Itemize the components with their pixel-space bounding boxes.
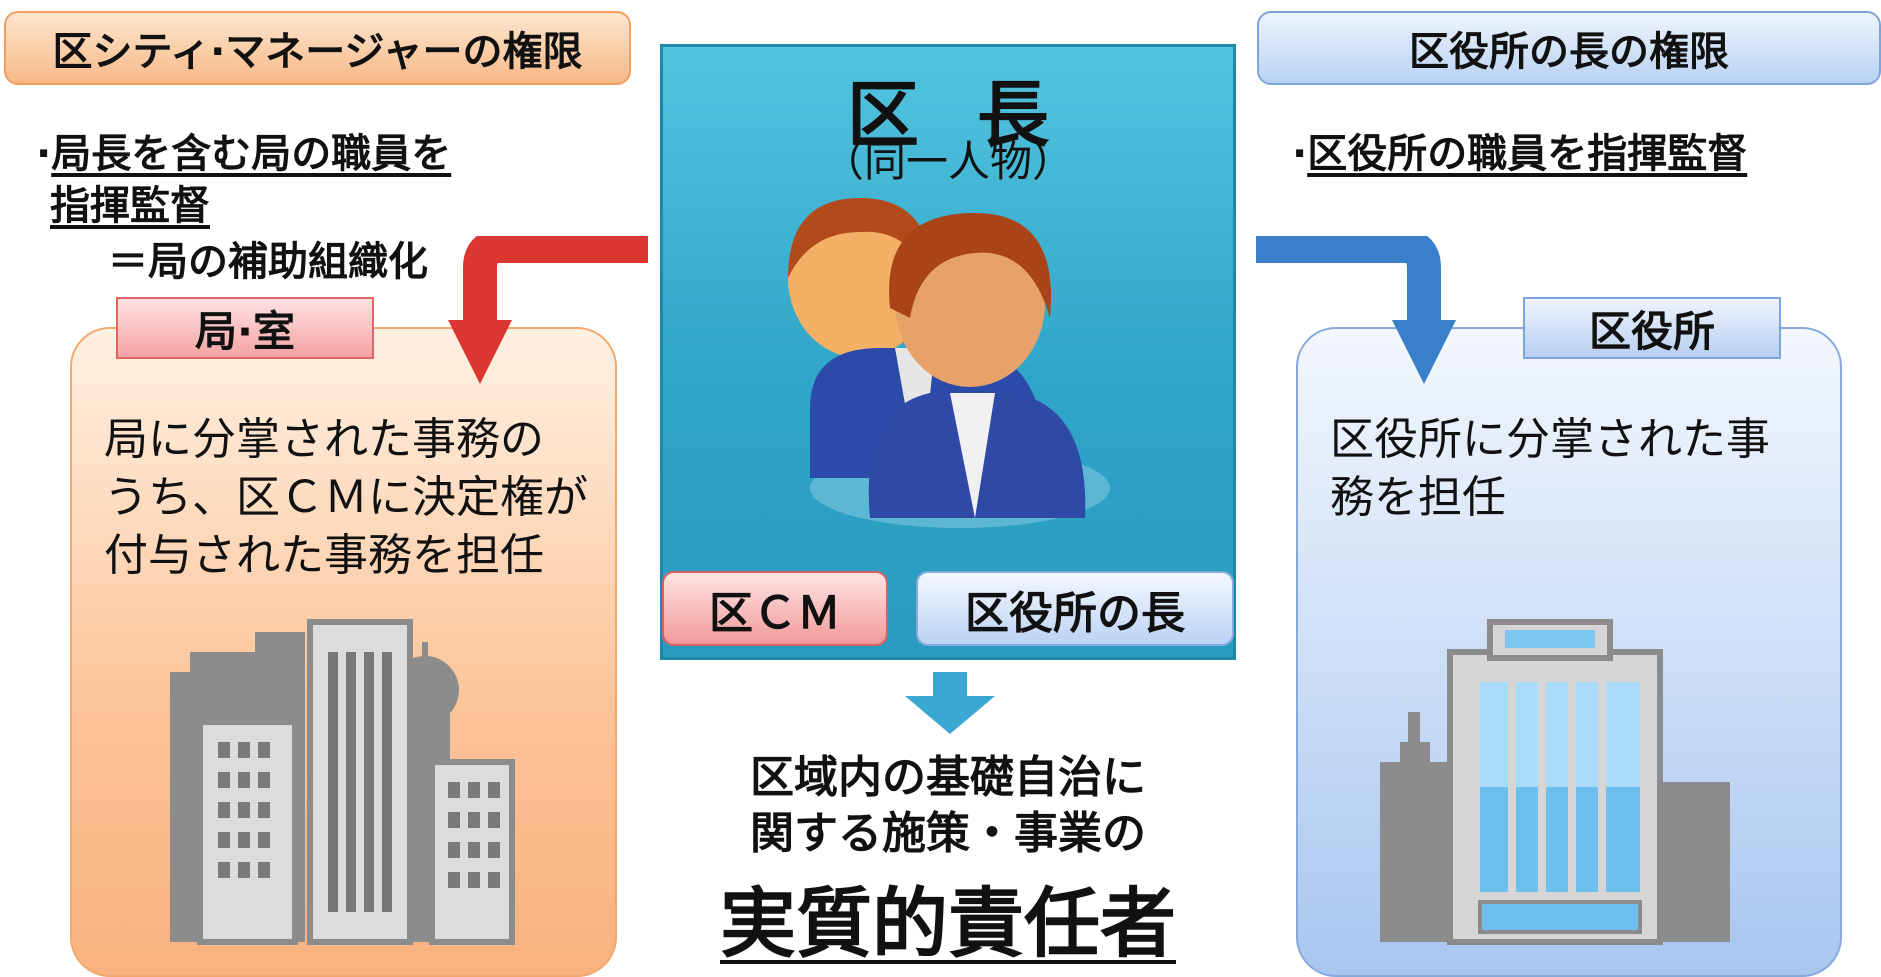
ward-mayor-title: 区長 (846, 73, 1107, 157)
two-people-icon (788, 198, 1110, 528)
substantive-responsible-person: 実質的責任者 (720, 879, 1176, 968)
bureau-desc-line1: 局に分掌された事務の (104, 414, 544, 465)
responsibility-statement: 区域内の基礎自治に 関する施策・事業の (660, 750, 1236, 862)
right-authority-header: 区役所の長の権限 (1257, 11, 1881, 85)
blue-arrow-icon (1256, 236, 1456, 384)
ward-cm-role-badge: 区ＣＭ (662, 571, 888, 646)
red-arrow-icon (448, 236, 648, 384)
down-arrow-icon (905, 672, 995, 734)
city-buildings-icon (170, 619, 515, 945)
ward-office-head-role-badge: 区役所の長 (916, 571, 1234, 646)
left-bullet-note: ＝局の補助組織化 (108, 239, 428, 285)
bureau-tag: 局·室 (116, 297, 374, 359)
responsibility-line2: 関する施策・事業の (750, 808, 1146, 859)
left-bullet-line2: 指揮監督 (50, 183, 210, 229)
bureau-desc-line2: うち、区ＣＭに決定権が (104, 472, 588, 523)
right-bullet-line: 区役所の職員を指揮監督 (1307, 131, 1748, 177)
ward-office-description: 区役所に分掌された事 務を担任 (1330, 411, 1770, 527)
responsibility-line1: 区域内の基礎自治に (750, 752, 1146, 803)
bureau-desc-line3: 付与された事務を担任 (104, 530, 544, 581)
ward-office-tag: 区役所 (1523, 297, 1781, 359)
ward-desc-line1: 区役所に分掌された事 (1330, 414, 1770, 465)
ward-desc-line2: 務を担任 (1330, 472, 1506, 523)
left-bullet-line1: 局長を含む局の職員を (51, 131, 452, 177)
left-bullet: ·局長を含む局の職員を 指揮監督 (36, 131, 452, 229)
left-authority-header: 区シティ·マネージャーの権限 (4, 11, 631, 85)
bureau-description: 局に分掌された事務の うち、区ＣＭに決定権が 付与された事務を担任 (104, 411, 588, 585)
right-bullet: ·区役所の職員を指揮監督 (1292, 131, 1748, 177)
ward-mayor-subtitle: （同一人物） (821, 137, 1074, 186)
ward-office-building-icon (1380, 619, 1730, 945)
